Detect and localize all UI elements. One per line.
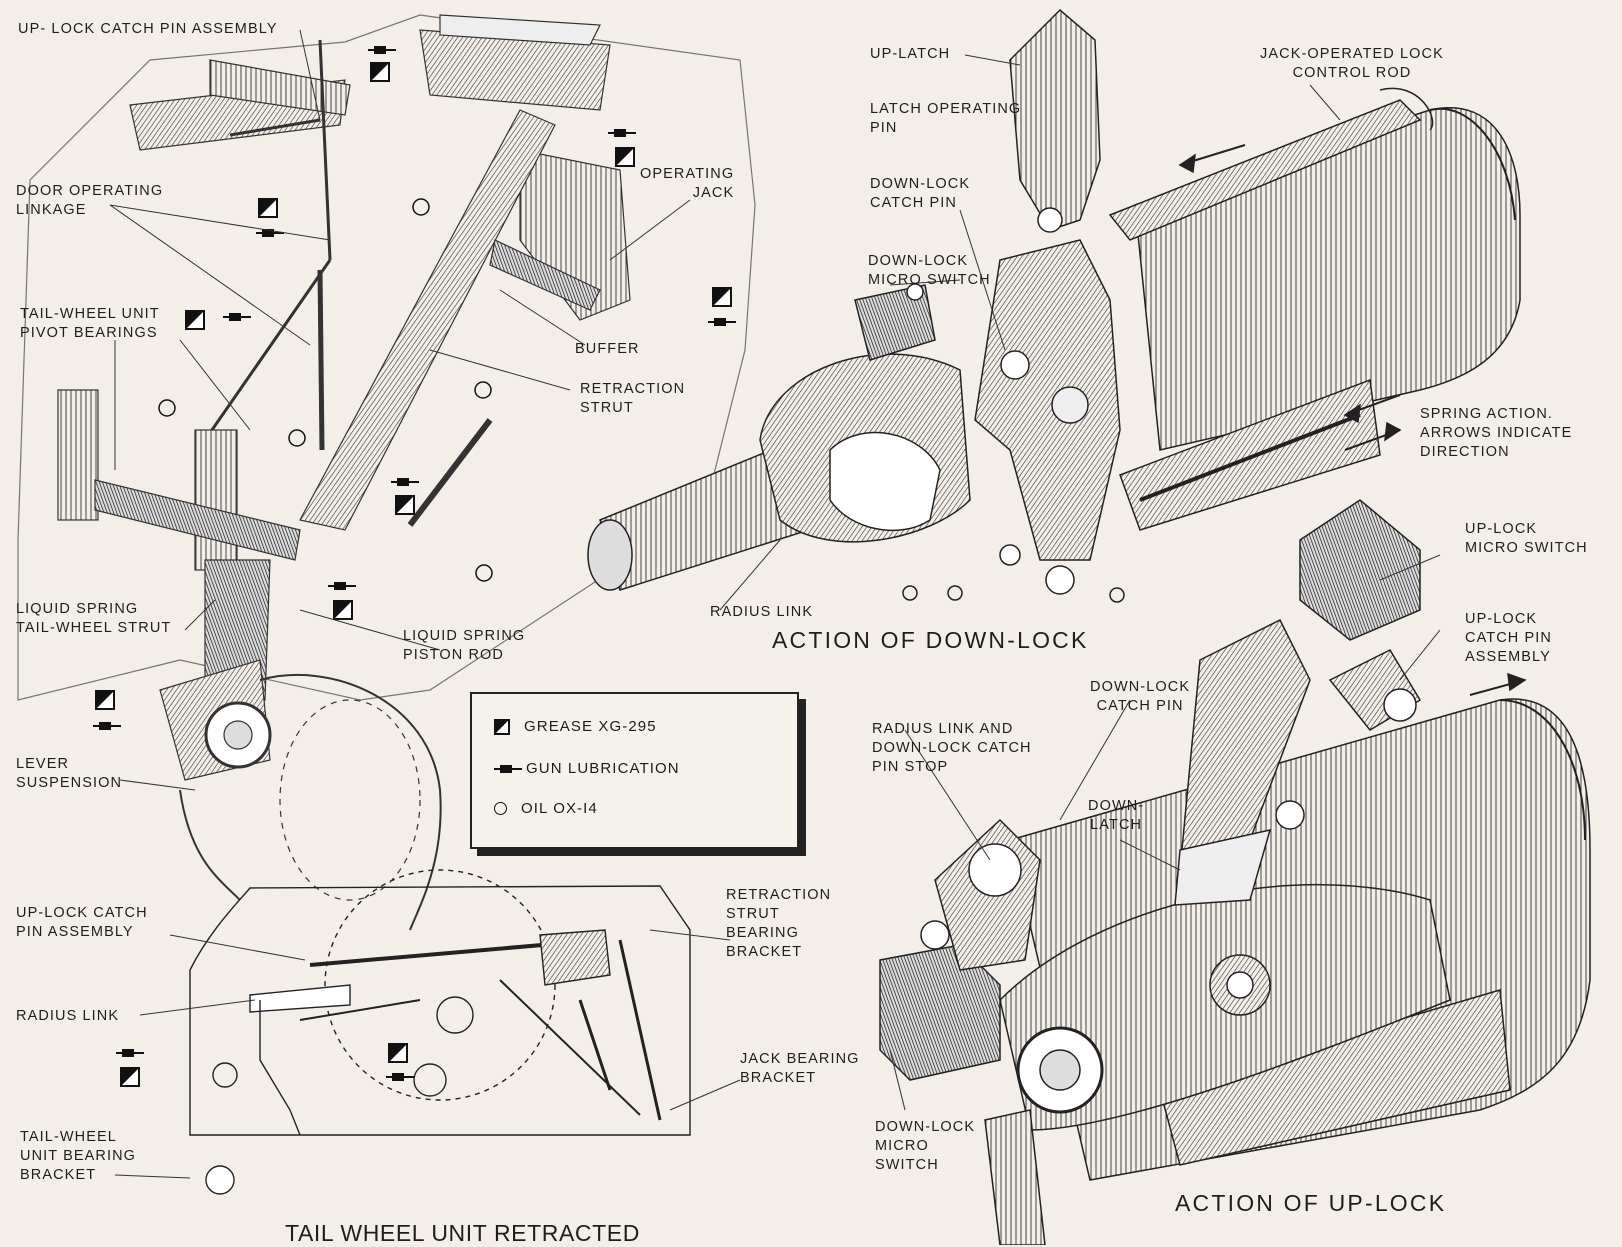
label-down-latch: DOWN- LATCH xyxy=(1088,798,1145,833)
label-down-lock-micro-switch-bottom: DOWN-LOCK MICRO SWITCH xyxy=(875,1119,976,1173)
legend-grease-text: GREASE XG-295 xyxy=(524,718,657,735)
lubrication-markers xyxy=(92,45,737,1087)
leader-lines xyxy=(109,29,1441,1179)
legend-gun-text: GUN LUBRICATION xyxy=(526,760,680,777)
label-retraction-strut: RETRACTION STRUT xyxy=(580,381,686,416)
tail-wheel-assembly xyxy=(17,14,756,931)
lubrication-legend: GREASE XG-295 GUN LUBRICATION OIL OX-I4 xyxy=(470,692,799,849)
retracted-view xyxy=(189,869,691,1195)
legend-row-oil: OIL OX-I4 xyxy=(494,800,598,817)
label-buffer: BUFFER xyxy=(575,341,640,357)
legend-row-grease: GREASE XG-295 xyxy=(494,718,657,735)
label-lever-suspension: LEVER SUSPENSION xyxy=(16,756,123,791)
label-uplock-catch-pin-assembly-top: UP- LOCK CATCH PIN ASSEMBLY xyxy=(18,21,278,37)
label-jack-bearing-bracket: JACK BEARING BRACKET xyxy=(740,1051,860,1086)
caption-tail-wheel-unit-retracted: TAIL WHEEL UNIT RETRACTED xyxy=(285,1220,640,1246)
label-up-lock-catch-pin-assembly-right: UP-LOCK CATCH PIN ASSEMBLY xyxy=(1465,611,1552,665)
legend-row-gun: GUN LUBRICATION xyxy=(494,760,680,777)
label-operating-jack: OPERATING JACK xyxy=(640,166,735,201)
caption-action-of-down-lock: ACTION OF DOWN-LOCK xyxy=(772,627,1089,653)
label-tail-wheel-unit-bearing-bracket: TAIL-WHEEL UNIT BEARING BRACKET xyxy=(20,1129,137,1183)
label-latch-operating-pin: LATCH OPERATING PIN xyxy=(870,101,1022,136)
label-down-lock-catch-pin-mid: DOWN-LOCK CATCH PIN xyxy=(1090,679,1191,714)
label-door-operating-linkage: DOOR OPERATING LINKAGE xyxy=(16,183,164,218)
grease-icon xyxy=(494,718,510,735)
label-jack-operated-lock-control-rod: JACK-OPERATED LOCK CONTROL ROD xyxy=(1260,46,1444,81)
legend-oil-text: OIL OX-I4 xyxy=(521,800,598,817)
label-tail-wheel-pivot-bearings: TAIL-WHEEL UNIT PIVOT BEARINGS xyxy=(20,306,160,341)
label-radius-link-top: RADIUS LINK xyxy=(710,604,814,620)
label-radius-link-stop: RADIUS LINK AND DOWN-LOCK CATCH PIN STOP xyxy=(872,721,1032,775)
label-liquid-spring-piston-rod: LIQUID SPRING PISTON ROD xyxy=(403,628,526,663)
down-lock-assembly xyxy=(587,8,1521,603)
oil-icon xyxy=(494,802,507,815)
label-radius-link-left: RADIUS LINK xyxy=(16,1008,120,1024)
caption-action-of-up-lock: ACTION OF UP-LOCK xyxy=(1175,1190,1447,1216)
label-retraction-strut-bearing-bracket: RETRACTION STRUT BEARING BRACKET xyxy=(726,887,832,960)
label-up-lock-catch-pin-assembly-left: UP-LOCK CATCH PIN ASSEMBLY xyxy=(16,905,148,940)
label-down-lock-micro-switch-top: DOWN-LOCK MICRO SWITCH xyxy=(868,253,991,288)
up-lock-assembly xyxy=(879,499,1591,1245)
label-liquid-spring-tail-wheel-strut: LIQUID SPRING TAIL-WHEEL STRUT xyxy=(16,601,172,636)
label-up-lock-micro-switch: UP-LOCK MICRO SWITCH xyxy=(1465,521,1588,556)
label-up-latch: UP-LATCH xyxy=(870,46,951,62)
label-spring-action: SPRING ACTION. ARROWS INDICATE DIRECTION xyxy=(1420,406,1573,460)
label-down-lock-catch-pin-top: DOWN-LOCK CATCH PIN xyxy=(870,176,971,211)
gun-lubrication-icon xyxy=(494,764,522,773)
